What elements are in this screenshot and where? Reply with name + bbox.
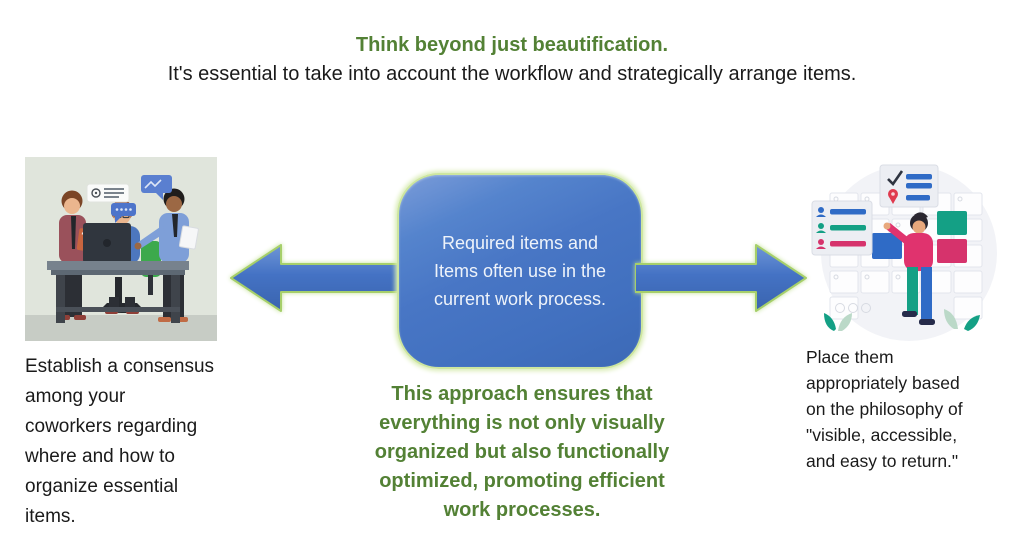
blue-cell [872,233,902,259]
left-caption-line: among your [25,386,126,407]
right-arrow-shape [635,244,807,312]
checklist-card [879,164,939,208]
person-icon [816,239,826,249]
page-subtitle: It's essential to take into account the … [167,63,857,85]
page-title: Think beyond just beautification. [355,34,669,56]
plant-left [824,313,852,331]
conclusion-line: organized but also functionally [374,441,670,463]
people-list-card [811,200,873,256]
conclusion-line: optimized, promoting efficient [379,470,665,492]
left-caption-line: organize essential [25,476,179,497]
paper-sheet [178,225,199,250]
desk [47,223,189,323]
conclusion-line: This approach ensures that [391,383,653,405]
right-caption: Place them appropriately based on the ph… [806,344,1016,474]
right-caption-line: "visible, accessible, [806,425,958,445]
person-icon [816,223,826,233]
left-caption-line: coworkers regarding [25,416,198,437]
pink-cell [937,239,967,263]
chat-bubble-icon [111,203,136,223]
conclusion-line: work processes. [443,499,601,521]
team-discussion-illustration [25,157,217,341]
board-dots [835,303,871,313]
checkmark-icon [887,170,904,187]
conclusion-line: everything is not only visually [379,412,665,434]
right-caption-line: Place them [806,347,894,367]
left-caption: Establish a consensus among your coworke… [25,352,245,532]
floor [25,315,217,341]
left-caption-line: where and how to [25,446,175,467]
left-arrow-shape [230,244,402,312]
white-speech-bubble [86,183,130,203]
box-text-line: Items often use in the [433,261,607,281]
left-caption-line: items. [25,506,76,527]
organizer-person [883,212,935,325]
gear-icon [91,188,101,198]
organizing-board-illustration [811,164,997,341]
box-text-line: current work process. [433,289,607,309]
location-pin-icon [888,189,898,204]
chart-bubble-icon [141,175,172,200]
right-caption-line: appropriately based [806,373,960,393]
right-caption-line: and easy to return." [806,451,959,471]
plant-right [944,309,980,331]
box-text-line: Required items and [441,233,599,253]
central-process-box: Required items and Items often use in th… [397,173,643,369]
conclusion-text: This approach ensures that everything is… [318,380,726,525]
right-caption-line: on the philosophy of [806,399,963,419]
green-cell [937,211,967,235]
person-icon [816,207,826,217]
left-caption-line: Establish a consensus [25,356,215,377]
